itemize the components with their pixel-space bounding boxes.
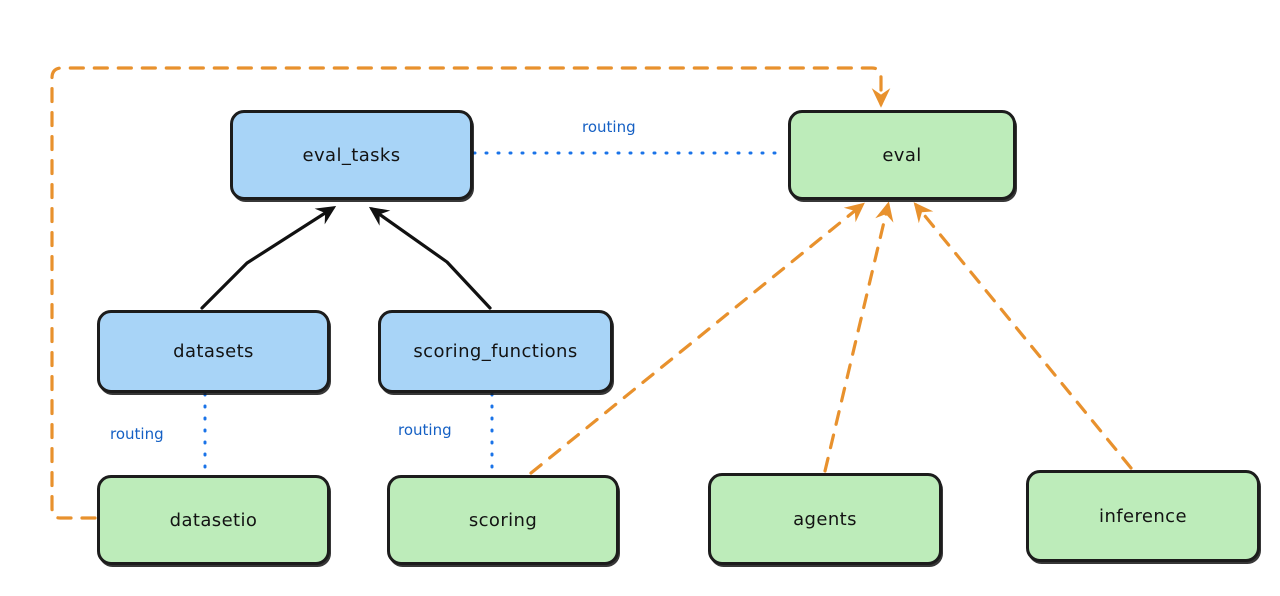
node-label: scoring [468,509,538,531]
node-datasets[interactable]: datasets [97,310,330,393]
edge-datasets-to-eval_tasks [200,205,337,310]
node-scoring-functions[interactable]: scoring_functions [378,310,613,393]
node-scoring[interactable]: scoring [387,475,619,565]
node-eval-tasks[interactable]: eval_tasks [230,110,473,200]
edge-label-routing-eval-tasks-eval: routing [582,118,636,136]
edge-datasetio-to-eval [50,66,891,520]
edge-label-routing-scoring-functions-scoring: routing [398,421,452,439]
edge-scoring_functions-to-eval_tasks [368,206,492,310]
edge-label-routing-datasets-datasetio: routing [110,425,164,443]
node-agents[interactable]: agents [708,473,942,565]
node-label: datasetio [169,509,258,531]
node-inference[interactable]: inference [1026,470,1260,562]
edge-scoring-to-eval [529,202,865,475]
node-label: eval_tasks [302,144,401,166]
node-label: datasets [173,341,254,362]
node-datasetio[interactable]: datasetio [97,475,330,565]
edge-agents-to-eval [823,201,894,473]
node-eval[interactable]: eval [788,110,1016,200]
node-label: inference [1099,505,1187,527]
node-label: eval [882,144,922,166]
node-label: agents [793,508,857,530]
edge-inference-to-eval [913,202,1133,470]
node-label: scoring_functions [413,341,578,362]
